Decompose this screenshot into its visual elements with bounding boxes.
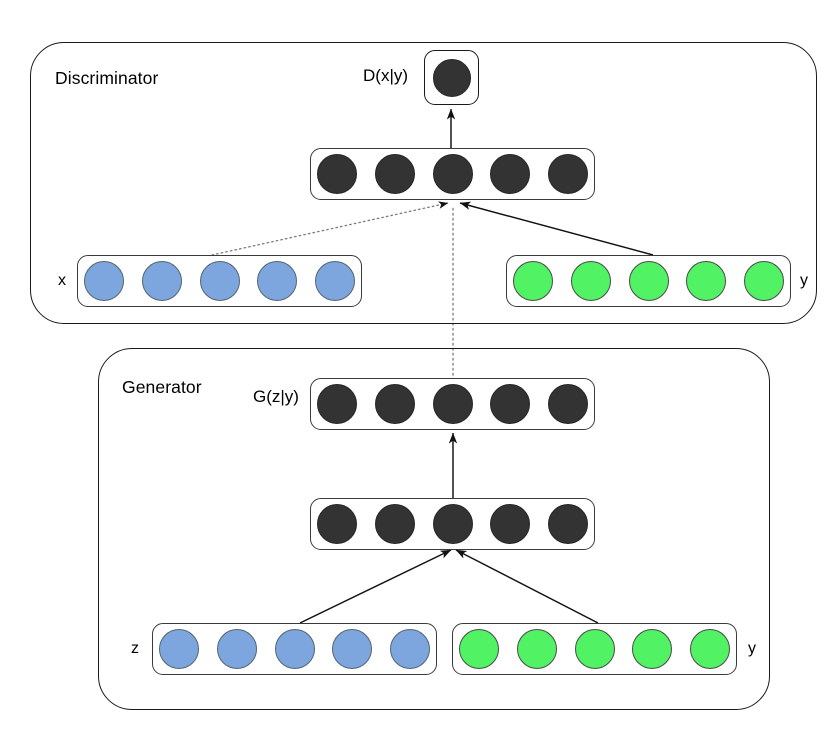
y-input-label-generator: y bbox=[748, 640, 756, 657]
neuron bbox=[632, 629, 673, 669]
layer-g-input-y[interactable] bbox=[452, 623, 737, 675]
neuron bbox=[317, 154, 357, 194]
neuron bbox=[744, 261, 784, 301]
neuron bbox=[490, 384, 531, 424]
neuron bbox=[432, 154, 473, 194]
neuron bbox=[374, 384, 415, 424]
layer-d-input-x[interactable] bbox=[77, 255, 362, 307]
discriminator-panel[interactable] bbox=[30, 42, 817, 324]
neuron-d-output bbox=[432, 58, 471, 97]
neuron bbox=[548, 384, 588, 424]
neuron bbox=[159, 629, 199, 669]
neuron bbox=[141, 261, 182, 301]
neuron bbox=[490, 154, 531, 194]
discriminator-panel-title: Discriminator bbox=[55, 68, 159, 88]
layer-g-hidden[interactable] bbox=[310, 498, 595, 550]
neuron bbox=[628, 261, 669, 301]
neuron bbox=[374, 154, 415, 194]
z-input-label: z bbox=[131, 640, 139, 657]
neuron bbox=[490, 504, 531, 544]
generator-panel[interactable] bbox=[98, 348, 770, 710]
neuron bbox=[274, 629, 315, 669]
neuron bbox=[257, 261, 298, 301]
x-input-label: x bbox=[58, 272, 66, 289]
g-output-label: G(z|y) bbox=[253, 387, 299, 406]
neuron bbox=[432, 384, 473, 424]
neuron bbox=[317, 504, 357, 544]
layer-d-hidden[interactable] bbox=[310, 148, 595, 200]
layer-d-input-y[interactable] bbox=[506, 255, 791, 307]
neuron bbox=[516, 629, 557, 669]
neuron bbox=[548, 504, 588, 544]
layer-d-output[interactable] bbox=[424, 50, 479, 105]
neuron bbox=[374, 504, 415, 544]
layer-g-input-z[interactable] bbox=[152, 623, 437, 675]
neuron bbox=[317, 384, 357, 424]
d-output-label: D(x|y) bbox=[363, 66, 409, 85]
layer-g-output[interactable] bbox=[310, 378, 595, 430]
neuron bbox=[574, 629, 615, 669]
neuron bbox=[84, 261, 124, 301]
neuron bbox=[199, 261, 240, 301]
neuron bbox=[332, 629, 373, 669]
neuron bbox=[690, 629, 730, 669]
neuron bbox=[459, 629, 499, 669]
neuron bbox=[513, 261, 553, 301]
neuron bbox=[570, 261, 611, 301]
y-input-label-discriminator: y bbox=[800, 272, 808, 289]
neuron bbox=[432, 504, 473, 544]
neuron bbox=[686, 261, 727, 301]
neuron bbox=[390, 629, 430, 669]
neuron bbox=[216, 629, 257, 669]
neuron bbox=[315, 261, 355, 301]
neuron bbox=[548, 154, 588, 194]
generator-panel-title: Generator bbox=[122, 377, 202, 397]
